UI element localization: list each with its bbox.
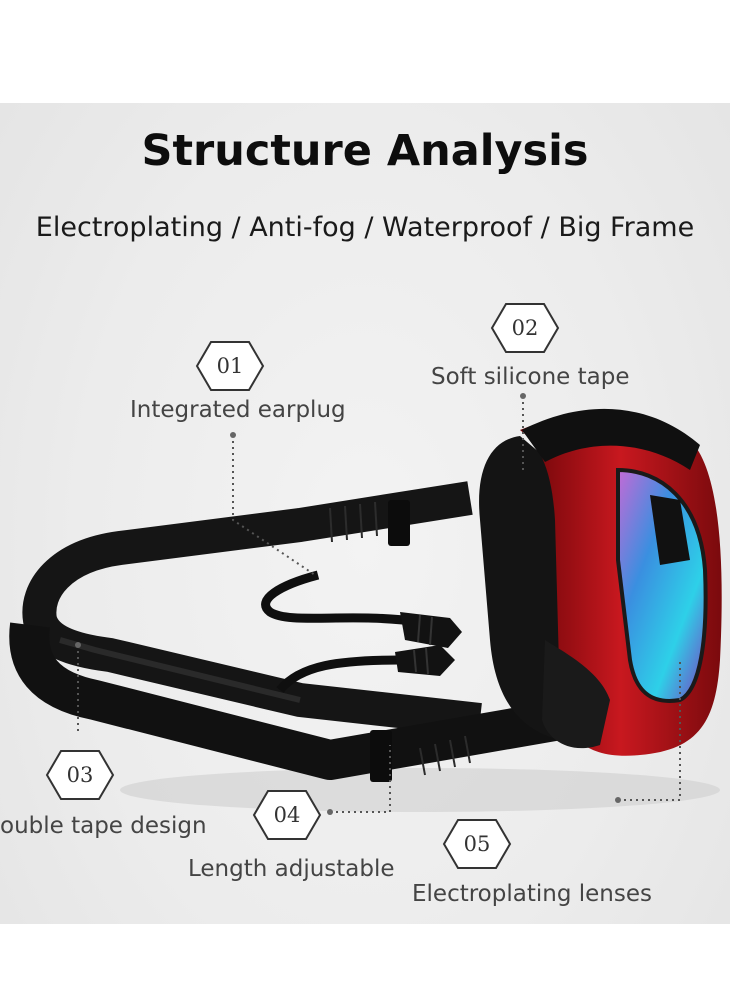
feature-number: 03 [66, 763, 94, 787]
hexagon-icon [252, 790, 322, 840]
top-margin [0, 0, 730, 103]
leader-04 [330, 745, 391, 813]
leader-05 [618, 662, 681, 801]
feature-number: 02 [511, 316, 539, 340]
hexagon-icon [490, 303, 560, 353]
feature-number: 01 [216, 354, 244, 378]
strap-highlight [59, 637, 301, 703]
page-title: Structure Analysis [141, 126, 589, 176]
feature-label-lenses: Electroplating lenses [412, 881, 652, 907]
bottom-margin [0, 924, 730, 995]
earplug-cord-upper [261, 570, 421, 627]
front-strap [9, 622, 564, 780]
leader-01 [232, 435, 316, 576]
feature-label-length: Length adjustable [188, 856, 395, 882]
frame-clip [650, 495, 690, 565]
hexagon-icon [442, 819, 512, 869]
frame-side-buckle [542, 640, 610, 749]
hexagon-icon [45, 750, 115, 800]
feature-label-double-tape: ouble tape design [0, 813, 207, 839]
hexagon-icon [195, 341, 265, 391]
feature-label-silicone-tape: Soft silicone tape [431, 364, 630, 390]
feature-number: 04 [273, 803, 301, 827]
buckle-top [388, 500, 410, 546]
buckle-bottom [370, 730, 392, 782]
feature-badge-02: 02 [490, 300, 560, 356]
feature-badge-03: 03 [45, 747, 115, 803]
frame-top-band [522, 408, 700, 470]
feature-badge-05: 05 [442, 816, 512, 872]
earplug-2 [395, 645, 455, 676]
page-subtitle: Electroplating / Anti-fog / Waterproof /… [35, 212, 695, 243]
feature-badge-01: 01 [195, 338, 265, 394]
feature-number: 05 [463, 832, 491, 856]
earplug-cord-lower [276, 655, 401, 693]
feature-badge-04: 04 [252, 787, 322, 843]
strap-ribs [329, 501, 471, 776]
back-strap [22, 481, 482, 737]
feature-label-earplug: Integrated earplug [130, 397, 346, 423]
